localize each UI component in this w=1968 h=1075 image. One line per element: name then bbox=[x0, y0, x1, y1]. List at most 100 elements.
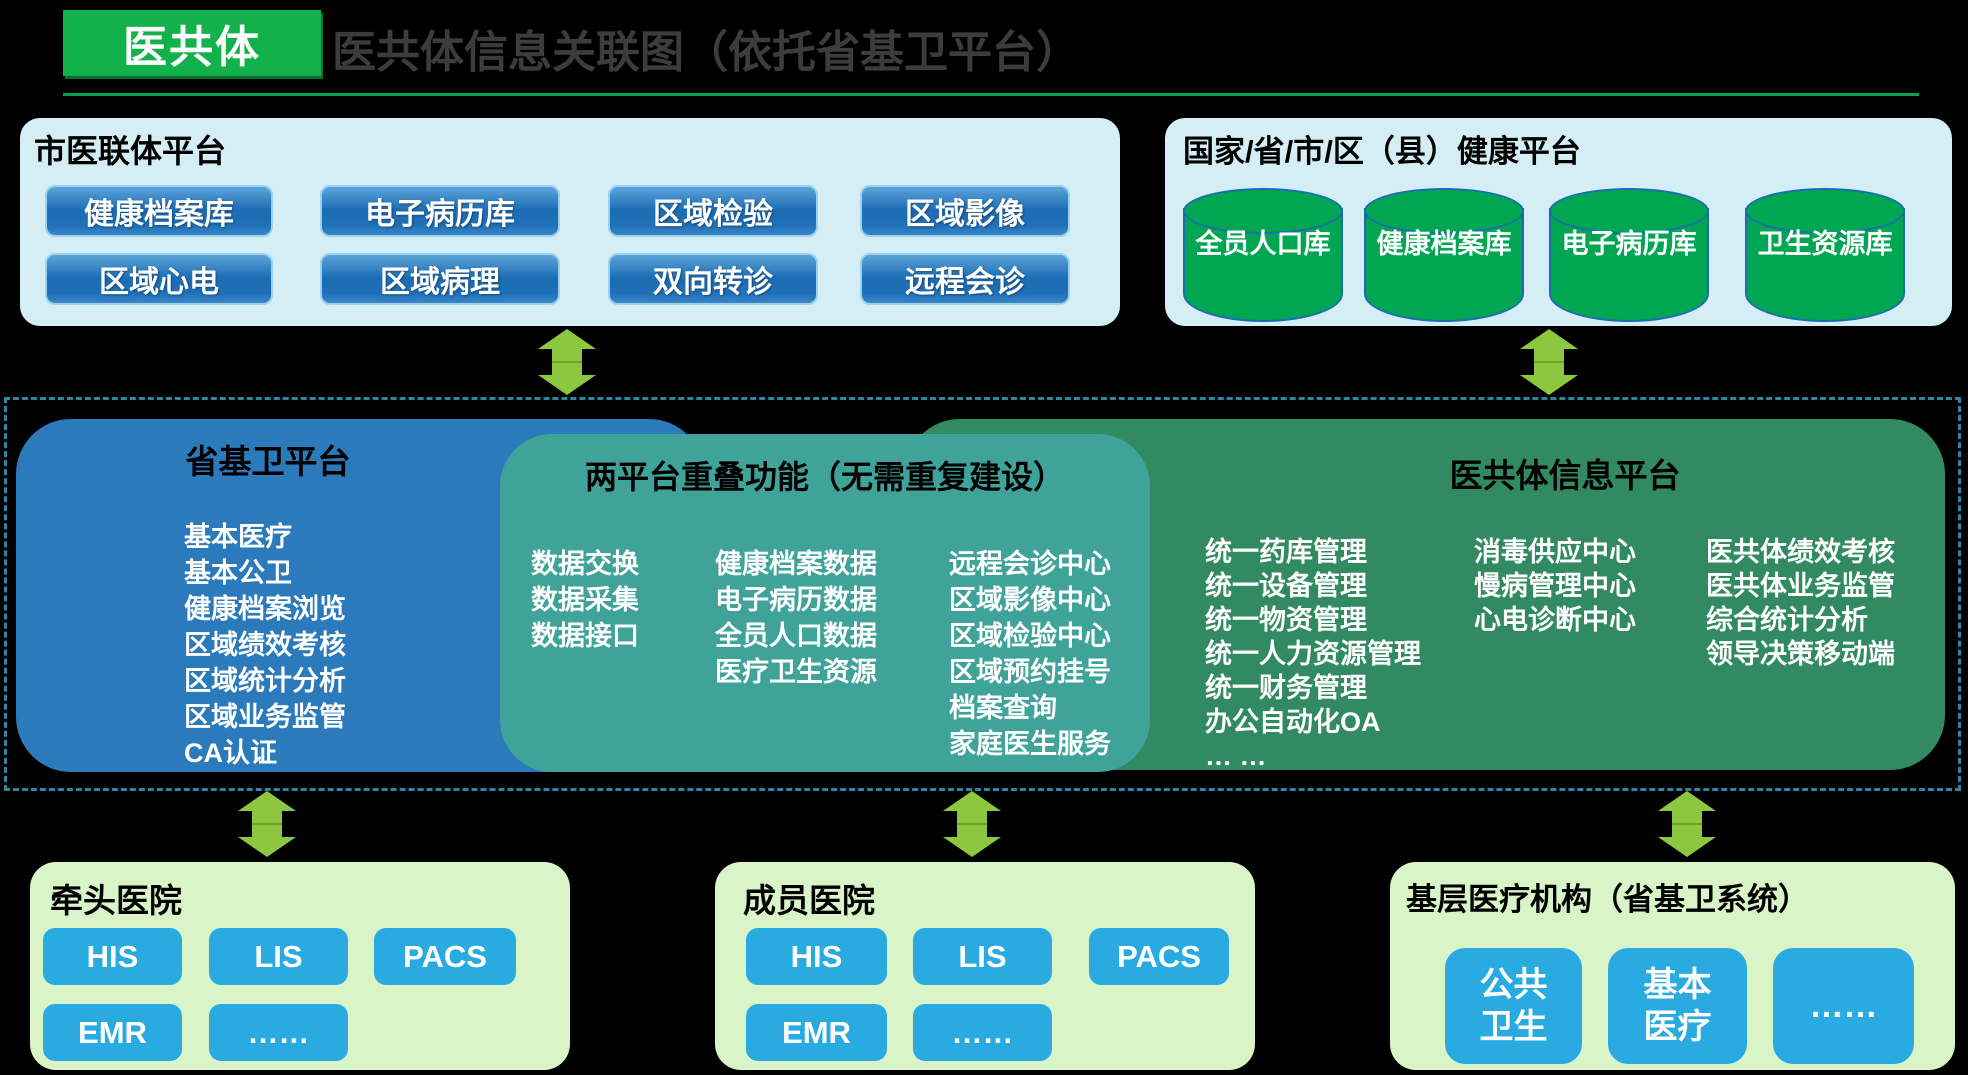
cylinder-label: 全员人口库 bbox=[1195, 229, 1331, 259]
list-item: CA认证 bbox=[184, 738, 277, 768]
system-chip-more: …… bbox=[913, 1004, 1052, 1061]
double-arrow-icon bbox=[1520, 329, 1578, 395]
system-chip-more: …… bbox=[209, 1004, 348, 1061]
cylinder-top-shape bbox=[1364, 188, 1524, 234]
system-chip-public-health: 公共卫生 bbox=[1445, 948, 1582, 1064]
list-item: 慢病管理中心 bbox=[1474, 571, 1636, 601]
system-chip-emr: EMR bbox=[746, 1004, 887, 1061]
double-arrow-icon bbox=[943, 791, 1001, 857]
national-platform-panel: 国家/省/市/区（县）健康平台 全员人口库 健康档案库 电子病历库 卫生资源库 bbox=[1165, 118, 1952, 326]
chip-label: 公共卫生 bbox=[1479, 966, 1548, 1046]
list-item: 远程会诊中心 bbox=[949, 549, 1111, 579]
list-item: 统一药库管理 bbox=[1205, 537, 1367, 567]
chip-regional-imaging: 区域影像 bbox=[860, 185, 1070, 237]
system-chip-pacs: PACS bbox=[374, 928, 516, 985]
consortium-col3: 医共体绩效考核 医共体业务监管 综合统计分析 领导决策移动端 bbox=[1706, 535, 1895, 671]
database-cylinder-population: 全员人口库 bbox=[1183, 188, 1343, 322]
provincial-platform-list: 基本医疗 基本公卫 健康档案浏览 区域绩效考核 区域统计分析 区域业务监管 CA… bbox=[184, 519, 346, 771]
list-item: 数据交换 bbox=[531, 549, 639, 579]
provincial-platform-title: 省基卫平台 bbox=[185, 443, 351, 480]
list-item: 领导决策移动端 bbox=[1706, 639, 1895, 669]
list-item: 区域绩效考核 bbox=[184, 630, 346, 660]
system-chip-lis: LIS bbox=[209, 928, 348, 985]
list-item: 档案查询 bbox=[949, 693, 1057, 723]
list-item: 统一财务管理 bbox=[1205, 673, 1367, 703]
system-chip-basic-medical: 基本医疗 bbox=[1608, 948, 1747, 1064]
list-item: … … bbox=[1205, 741, 1267, 771]
lead-hospital-title: 牵头医院 bbox=[50, 882, 182, 919]
national-platform-title: 国家/省/市/区（县）健康平台 bbox=[1183, 134, 1581, 169]
list-item: 区域检验中心 bbox=[949, 621, 1111, 651]
overlap-col1: 数据交换 数据采集 数据接口 bbox=[531, 546, 639, 654]
cylinder-label: 卫生资源库 bbox=[1757, 229, 1893, 259]
cylinder-top-shape bbox=[1549, 188, 1709, 234]
list-item: 办公自动化OA bbox=[1205, 707, 1381, 737]
list-item: 医疗卫生资源 bbox=[715, 657, 877, 687]
list-item: 消毒供应中心 bbox=[1474, 537, 1636, 567]
system-chip-his: HIS bbox=[746, 928, 887, 985]
integration-zone-border bbox=[4, 397, 1961, 791]
chip-two-way-referral: 双向转诊 bbox=[608, 253, 818, 305]
chip-remote-consult: 远程会诊 bbox=[860, 253, 1070, 305]
list-item: 心电诊断中心 bbox=[1474, 605, 1636, 635]
consortium-badge: 医共体 bbox=[63, 10, 321, 76]
overlap-functions-title: 两平台重叠功能（无需重复建设） bbox=[584, 459, 1065, 495]
chip-emr-db: 电子病历库 bbox=[320, 185, 560, 237]
list-item: 统一设备管理 bbox=[1205, 571, 1367, 601]
system-chip-emr: EMR bbox=[43, 1004, 182, 1061]
cylinder-top-shape bbox=[1745, 188, 1905, 234]
database-cylinder-health-resource: 卫生资源库 bbox=[1745, 188, 1905, 322]
list-item: 医共体绩效考核 bbox=[1706, 537, 1895, 567]
list-item: 统一人力资源管理 bbox=[1205, 639, 1421, 669]
double-arrow-icon bbox=[238, 791, 296, 857]
list-item: 区域预约挂号 bbox=[949, 657, 1111, 687]
cylinder-top-shape bbox=[1183, 188, 1343, 234]
overlap-functions-box: 两平台重叠功能（无需重复建设） 数据交换 数据采集 数据接口 健康档案数据 电子… bbox=[500, 434, 1150, 772]
system-chip-his: HIS bbox=[43, 928, 182, 985]
list-item: 数据接口 bbox=[531, 621, 639, 651]
chip-regional-ecg: 区域心电 bbox=[45, 253, 273, 305]
list-item: 医共体业务监管 bbox=[1706, 571, 1895, 601]
chip-health-archive-db: 健康档案库 bbox=[45, 185, 273, 237]
chip-label: …… bbox=[1809, 987, 1878, 1025]
consortium-col2: 消毒供应中心 慢病管理中心 心电诊断中心 bbox=[1474, 535, 1636, 637]
database-cylinder-health-archive: 健康档案库 bbox=[1364, 188, 1524, 322]
list-item: 健康档案浏览 bbox=[184, 594, 346, 624]
list-item: 家庭医生服务 bbox=[949, 729, 1111, 759]
consortium-platform-title: 医共体信息平台 bbox=[1449, 457, 1681, 494]
double-arrow-icon bbox=[538, 329, 596, 395]
double-arrow-icon bbox=[1658, 791, 1716, 857]
city-platform-panel: 市医联体平台 健康档案库 电子病历库 区域检验 区域影像 区域心电 区域病理 双… bbox=[20, 118, 1120, 326]
list-item: 数据采集 bbox=[531, 585, 639, 615]
consortium-col1: 统一药库管理 统一设备管理 统一物资管理 统一人力资源管理 统一财务管理 办公自… bbox=[1205, 535, 1421, 773]
list-item: 区域统计分析 bbox=[184, 666, 346, 696]
overlap-col3: 远程会诊中心 区域影像中心 区域检验中心 区域预约挂号 档案查询 家庭医生服务 bbox=[949, 546, 1111, 762]
list-item: 区域业务监管 bbox=[184, 702, 346, 732]
list-item: 基本公卫 bbox=[184, 558, 292, 588]
grassroots-title: 基层医疗机构（省基卫系统） bbox=[1406, 882, 1809, 917]
list-item: 电子病历数据 bbox=[715, 585, 877, 615]
member-hospital-panel: 成员医院 HIS LIS PACS EMR …… bbox=[715, 862, 1255, 1070]
list-item: 全员人口数据 bbox=[715, 621, 877, 651]
system-chip-pacs: PACS bbox=[1089, 928, 1229, 985]
lead-hospital-panel: 牵头医院 HIS LIS PACS EMR …… bbox=[30, 862, 570, 1070]
system-chip-lis: LIS bbox=[913, 928, 1052, 985]
list-item: 基本医疗 bbox=[184, 522, 292, 552]
chip-label: 基本医疗 bbox=[1643, 966, 1712, 1046]
member-hospital-title: 成员医院 bbox=[743, 882, 875, 919]
header-divider bbox=[63, 93, 1919, 96]
list-item: 综合统计分析 bbox=[1706, 605, 1868, 635]
cylinder-label: 健康档案库 bbox=[1376, 229, 1512, 259]
grassroots-panel: 基层医疗机构（省基卫系统） 公共卫生 基本医疗 …… bbox=[1390, 862, 1955, 1070]
page-title: 医共体信息关联图（依托省基卫平台） bbox=[332, 28, 1080, 77]
database-cylinder-emr: 电子病历库 bbox=[1549, 188, 1709, 322]
city-platform-title: 市医联体平台 bbox=[34, 133, 227, 169]
list-item: 统一物资管理 bbox=[1205, 605, 1367, 635]
system-chip-more: …… bbox=[1773, 948, 1914, 1064]
chip-regional-lab: 区域检验 bbox=[608, 185, 818, 237]
cylinder-label: 电子病历库 bbox=[1561, 229, 1697, 259]
overlap-col2: 健康档案数据 电子病历数据 全员人口数据 医疗卫生资源 bbox=[715, 546, 877, 690]
list-item: 区域影像中心 bbox=[949, 585, 1111, 615]
chip-regional-pathology: 区域病理 bbox=[320, 253, 560, 305]
list-item: 健康档案数据 bbox=[715, 549, 877, 579]
